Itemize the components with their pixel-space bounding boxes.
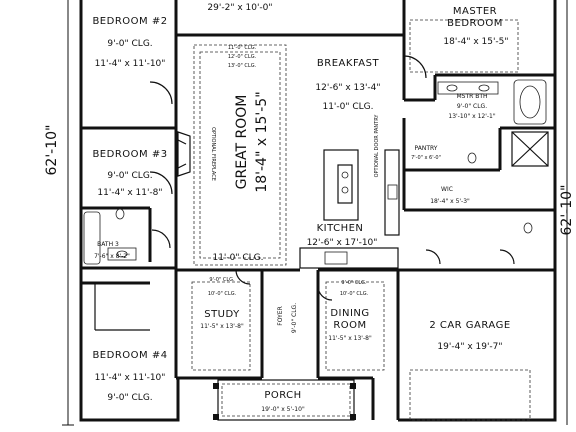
kitchen-bottom-counter <box>299 247 399 269</box>
great-room-tray <box>193 44 287 266</box>
bath3-dims: 7'-6" x 8'-2" <box>94 253 130 260</box>
study-clg1: 9'-0" CLG. <box>209 277 235 283</box>
great-room-name: GREAT ROOM <box>234 95 250 190</box>
bedroom2-clg: 9'-0" CLG. <box>107 39 152 49</box>
interior-walls <box>81 0 555 380</box>
master-dims: 18'-4" x 15'-5" <box>443 37 508 47</box>
master-name-line2: BEDROOM <box>447 18 503 29</box>
master-tub <box>513 79 547 125</box>
great-room-clg1: 11'-0" CLG. <box>228 45 257 51</box>
porch-name: PORCH <box>264 390 301 401</box>
breakfast-clg: 11'-0" CLG. <box>322 102 373 112</box>
pantry-dims: 7'-0" x 6'-0" <box>411 155 441 161</box>
bedroom2-name: BEDROOM #2 <box>92 16 167 27</box>
garage-name: 2 CAR GARAGE <box>429 320 510 331</box>
garage-door <box>409 369 531 421</box>
fireplace-icon <box>177 131 191 177</box>
overall-dimension-left <box>62 0 74 426</box>
great-room-clg3: 13'-0" CLG. <box>228 63 257 69</box>
depth-left-label: 62'-10" <box>44 125 60 176</box>
study-clg2: 10'-0" CLG. <box>208 291 237 297</box>
great-room-clg2: 12'-0" CLG. <box>228 54 257 60</box>
dining-name-line2: ROOM <box>333 320 366 331</box>
great-room-dims: 18'-4" x 15'-5" <box>254 91 270 192</box>
porch-dims: 19'-0" x 5'-10" <box>261 406 305 413</box>
master-bath-dims: 13'-10" x 12'-1" <box>448 113 495 120</box>
depth-right-label: 62'-10" <box>559 185 575 236</box>
study-name: STUDY <box>204 309 240 320</box>
master-closet-icon <box>523 222 533 234</box>
bedroom3-name: BEDROOM #3 <box>92 149 167 160</box>
wic-name: WIC <box>441 186 453 193</box>
bedroom2-dims: 11'-4" x 11'-10" <box>95 59 166 69</box>
kitchen-pantry-optional: OPTIONAL DOOR PANTRY <box>374 114 380 178</box>
bedroom3-clg: 9'-0" CLG. <box>107 171 152 181</box>
breakfast-name: BREAKFAST <box>317 58 380 69</box>
fireplace-label: OPTIONAL FIREPLACE <box>210 127 216 181</box>
kitchen-name: KITCHEN <box>317 223 364 234</box>
kitchen-counter <box>384 149 400 236</box>
bedroom4-name: BEDROOM #4 <box>92 350 167 361</box>
breakfast-dims: 12'-6" x 13'-4" <box>315 83 380 93</box>
master-bath-name: MSTR BTH <box>456 93 487 100</box>
study-tray <box>191 281 251 371</box>
garage-dims: 19'-4" x 19'-7" <box>437 342 502 352</box>
dining-clg1: 9'-0" CLG. <box>341 280 367 286</box>
foyer-name: FOYER <box>277 306 284 325</box>
bedroom3-dims: 11'-4" x 11'-8" <box>97 188 162 198</box>
bedroom4-dims: 11'-4" x 11'-10" <box>95 373 166 383</box>
kitchen-dims: 12'-6" x 17'-10" <box>307 238 378 248</box>
study-dims: 11'-5" x 13'-8" <box>200 323 244 330</box>
porch-outline <box>213 379 356 421</box>
master-shower <box>511 131 549 167</box>
top-room-dims: 29'-2" x 10'-0" <box>207 3 272 13</box>
master-toilet-icon <box>467 152 477 164</box>
foyer-clg: 9'-0" CLG. <box>291 303 298 333</box>
exterior-walls <box>79 0 557 422</box>
master-bath-clg: 9'-0" CLG. <box>457 103 487 110</box>
bath3-toilet-icon <box>115 208 125 220</box>
wic-dims: 18'-4" x 5'-3" <box>430 198 470 205</box>
pantry-name: PANTRY <box>415 145 438 152</box>
master-vanity <box>437 81 499 95</box>
dining-tray <box>325 281 385 371</box>
kitchen-island <box>323 149 359 221</box>
bedroom4-clg: 9'-0" CLG. <box>107 393 152 403</box>
bath3-sink-icon <box>107 247 137 261</box>
door-swings <box>149 55 515 301</box>
bath3-name: BATH 3 <box>97 241 119 248</box>
great-room-clg-main: 11'-0" CLG. <box>212 253 263 263</box>
dining-clg2: 10'-0" CLG. <box>340 291 369 297</box>
dining-dims: 11'-5" x 13'-8" <box>328 335 372 342</box>
bath3-tub <box>83 211 101 265</box>
dining-name-line1: DINING <box>330 308 369 319</box>
master-name-line1: MASTER <box>453 6 497 17</box>
